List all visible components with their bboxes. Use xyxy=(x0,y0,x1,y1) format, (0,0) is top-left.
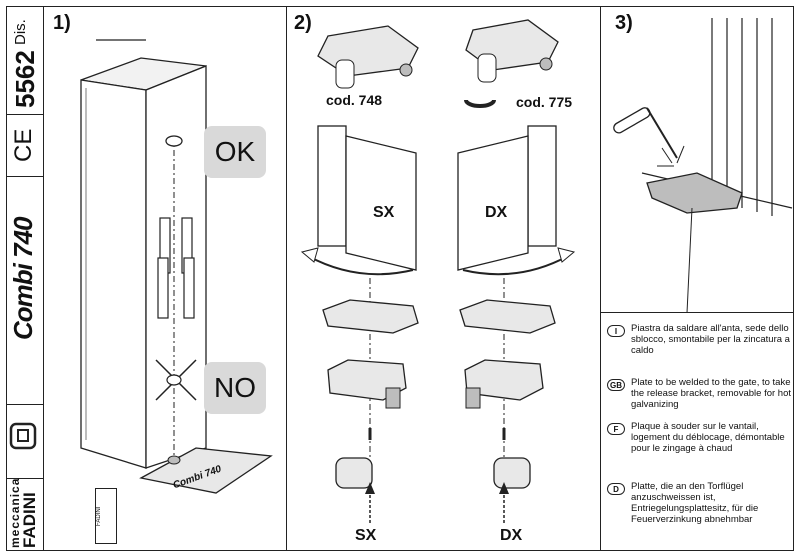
description-legend: I Piastra da saldare all'anta, sede dell… xyxy=(600,312,794,551)
panel-divider-2-3 xyxy=(600,6,601,551)
post-illustration xyxy=(80,39,273,494)
legend-text: Platte, die an den Torflügel anzuschweis… xyxy=(631,481,759,525)
sidebar-hdiv-3 xyxy=(6,404,43,405)
legend-text: Piastra da saldare all'anta, sede dello … xyxy=(631,323,790,356)
legend-item-it: I Piastra da saldare all'anta, sede dell… xyxy=(607,323,791,356)
ok-callout: OK xyxy=(204,126,266,178)
language-badge: D xyxy=(607,483,625,495)
company-line2: FADINI xyxy=(20,492,39,548)
side-sx-label: SX xyxy=(373,204,395,221)
legend-text: Plaque à souder sur le vantail, logement… xyxy=(631,421,785,454)
sidebar-hdiv-2 xyxy=(6,176,43,177)
bottom-dx-label: DX xyxy=(500,527,523,544)
legend-text: Plate to be welded to the gate, to take … xyxy=(631,377,792,410)
step-number: 2) xyxy=(294,12,312,34)
bottom-sx-label: SX xyxy=(355,527,377,544)
language-badge: F xyxy=(607,423,625,435)
ce-mark: CE xyxy=(10,128,37,162)
side-dx-label: DX xyxy=(485,204,508,221)
drawing-label: Dis. xyxy=(12,19,29,45)
no-callout: NO xyxy=(204,362,266,414)
assembly-illustration xyxy=(300,19,576,523)
sidebar-hdiv-1 xyxy=(6,114,43,115)
welding-illustration xyxy=(613,18,793,314)
panel-divider-1-2 xyxy=(286,6,287,551)
language-badge: GB xyxy=(607,379,625,391)
language-badge: I xyxy=(607,325,625,337)
step-number: 3) xyxy=(615,12,633,34)
small-fadini-logo: FADINI xyxy=(95,488,117,544)
step-number: 1) xyxy=(53,12,71,34)
brand-logo: Combi 740 xyxy=(8,217,38,341)
legend-item-gb: GB Plate to be welded to the gate, to ta… xyxy=(607,377,791,410)
drawing-frame xyxy=(6,6,794,551)
code-775-label: cod. 775 xyxy=(516,94,573,110)
legend-item-fr: F Plaque à souder sur le vantail, logeme… xyxy=(607,421,791,454)
drawing-number: 5562 xyxy=(10,50,40,108)
small-logo-text: FADINI xyxy=(96,506,102,526)
code-748-label: cod. 748 xyxy=(326,92,383,108)
company-emblem-icon xyxy=(9,422,37,450)
sidebar-hdiv-4 xyxy=(6,478,43,479)
legend-item-de: D Platte, die an den Torflügel anzuschwe… xyxy=(607,481,791,525)
sidebar-divider xyxy=(43,6,44,551)
